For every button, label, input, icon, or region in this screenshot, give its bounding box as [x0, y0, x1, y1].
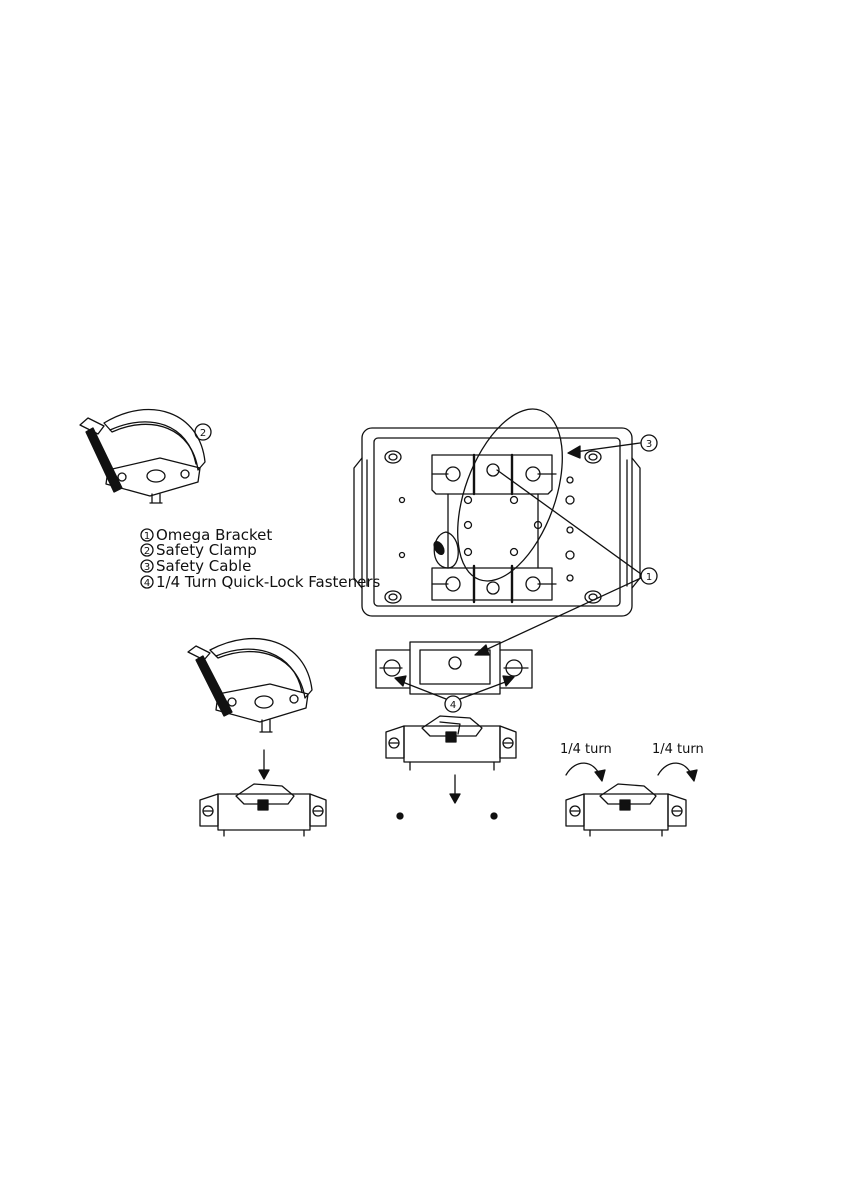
safety-cable-outline: [437, 395, 583, 595]
bracket-with-clamp-left: [200, 784, 326, 836]
bracket-with-clamp-right: [566, 784, 686, 836]
quarter-turn-arrow-right: [658, 763, 697, 781]
bracket-with-clamp-middle: [386, 716, 516, 770]
callout-1-number: 1: [646, 572, 652, 583]
down-arrow-middle: [450, 775, 460, 803]
quarter-turn-arrow-left: [566, 763, 605, 781]
dot-left: [397, 813, 403, 819]
quarter-turn-label-left: 1/4 turn: [560, 742, 612, 757]
legend-number: 1: [144, 531, 150, 542]
quarter-turn-label-right: 1/4 turn: [652, 742, 704, 757]
safety-clamp-illustration: [80, 410, 205, 503]
legend-label: 1/4 Turn Quick-Lock Fasteners: [156, 573, 381, 591]
dot-right: [491, 813, 497, 819]
down-arrow-left: [259, 750, 269, 779]
omega-bracket-detail: [376, 642, 532, 694]
safety-clamp-lower: [188, 639, 312, 732]
fixture-base-top-view: [354, 428, 640, 616]
legend-number: 3: [144, 562, 150, 573]
legend: 1 Omega Bracket 2 Safety Clamp 3 Safety …: [141, 526, 381, 591]
legend-item-quick-lock-fasteners: 4 1/4 Turn Quick-Lock Fasteners: [141, 573, 381, 591]
legend-number: 4: [144, 578, 150, 589]
legend-number: 2: [144, 546, 150, 557]
callout-2-number: 2: [200, 428, 206, 439]
callout-4-number: 4: [450, 700, 456, 711]
callout-3-number: 3: [646, 439, 652, 450]
